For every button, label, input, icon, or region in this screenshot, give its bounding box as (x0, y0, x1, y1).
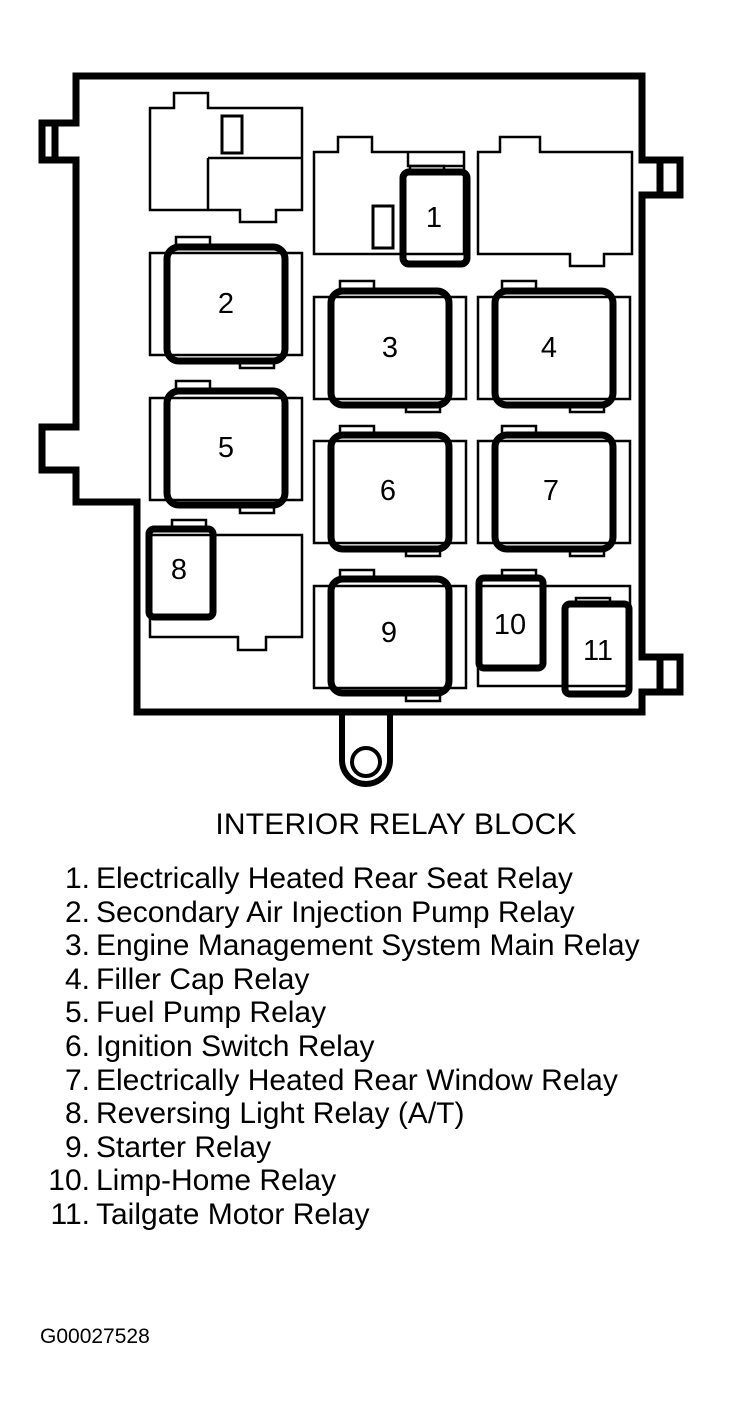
legend-item: 3.Engine Management System Main Relay (0, 929, 640, 963)
figure-id: G00027528 (40, 1325, 150, 1348)
relay-number-5: 5 (218, 432, 234, 464)
fuse-slot (220, 114, 244, 155)
mounting-hole (350, 746, 382, 778)
relay-number-3: 3 (382, 332, 398, 364)
relay-5 (163, 387, 289, 509)
relay-number-7: 7 (543, 475, 559, 507)
fuse-slot-2 (371, 204, 395, 250)
socket-outline-8 (148, 533, 304, 652)
relay-number-8: 8 (171, 554, 187, 586)
legend-number: 10. (48, 1164, 90, 1198)
relay-1 (399, 168, 471, 268)
legend-item: 8.Reversing Light Relay (A/T) (0, 1097, 640, 1131)
relay-legend: 1.Electrically Heated Rear Seat Relay 2.… (0, 862, 640, 1232)
legend-item: 2.Secondary Air Injection Pump Relay (0, 896, 640, 930)
relay-number-1: 1 (426, 202, 442, 234)
legend-number: 3. (64, 929, 90, 963)
legend-label: Engine Management System Main Relay (96, 929, 640, 963)
legend-item: 10.Limp-Home Relay (0, 1164, 640, 1198)
legend-item: 1.Electrically Heated Rear Seat Relay (0, 862, 640, 896)
relay-8 (145, 525, 217, 621)
legend-number: 1. (64, 862, 90, 895)
legend-label: Tailgate Motor Relay (96, 1197, 370, 1231)
legend-number: 11. (50, 1197, 90, 1231)
relay-2 (163, 243, 289, 365)
legend-number: 5. (64, 996, 90, 1030)
relay-11 (561, 600, 633, 698)
empty-socket-top-right (476, 135, 634, 268)
relay-number-4: 4 (541, 332, 557, 364)
relay-sockets (148, 251, 632, 690)
relay-6 (327, 431, 453, 553)
relay-4 (491, 287, 617, 409)
mounting-clip-left-upper (38, 119, 76, 164)
relay-number-9: 9 (381, 617, 397, 649)
legend-item: 7.Electrically Heated Rear Window Relay (0, 1064, 640, 1098)
empty-socket-top-left (148, 91, 304, 224)
legend-label: Starter Relay (96, 1130, 272, 1164)
relay-3 (327, 287, 453, 409)
legend-item: 11.Tailgate Motor Relay (0, 1198, 640, 1232)
legend-item: 5.Fuel Pump Relay (0, 996, 640, 1030)
legend-number: 4. (64, 962, 90, 996)
legend-label: Ignition Switch Relay (96, 1029, 375, 1063)
diagram-title: INTERIOR RELAY BLOCK (215, 808, 577, 841)
legend-item: 9.Starter Relay (0, 1131, 640, 1165)
legend-label: Secondary Air Injection Pump Relay (96, 895, 575, 929)
relay-10 (475, 574, 547, 672)
mounting-tab (339, 712, 393, 787)
legend-label: Electrically Heated Rear Window Relay (96, 1063, 618, 1097)
legend-label: Electrically Heated Rear Seat Relay (96, 862, 573, 895)
relay-number-6: 6 (380, 475, 396, 507)
relay-7 (491, 431, 617, 553)
relay-9 (327, 575, 453, 697)
relay-number-10: 10 (494, 609, 526, 641)
relay-number-2: 2 (218, 288, 234, 320)
mounting-clip-right-upper (660, 156, 684, 199)
legend-label: Filler Cap Relay (96, 962, 310, 996)
legend-label: Reversing Light Relay (A/T) (96, 1097, 465, 1131)
legend-item: 4.Filler Cap Relay (0, 963, 640, 997)
legend-label: Fuel Pump Relay (96, 996, 327, 1030)
empty-socket-top-middle (312, 135, 466, 256)
legend-number: 6. (64, 1029, 90, 1063)
mounting-clip-right-lower (660, 653, 684, 696)
legend-number: 2. (64, 895, 90, 929)
legend-number: 8. (64, 1097, 90, 1131)
legend-label: Limp-Home Relay (96, 1164, 337, 1198)
legend-number: 7. (64, 1063, 90, 1097)
legend-number: 9. (64, 1130, 90, 1164)
legend-item: 6.Ignition Switch Relay (0, 1030, 640, 1064)
relay-number-11: 11 (583, 635, 613, 667)
relay-block-diagram: 1 2 3 4 5 6 7 8 9 10 11 (38, 72, 684, 787)
